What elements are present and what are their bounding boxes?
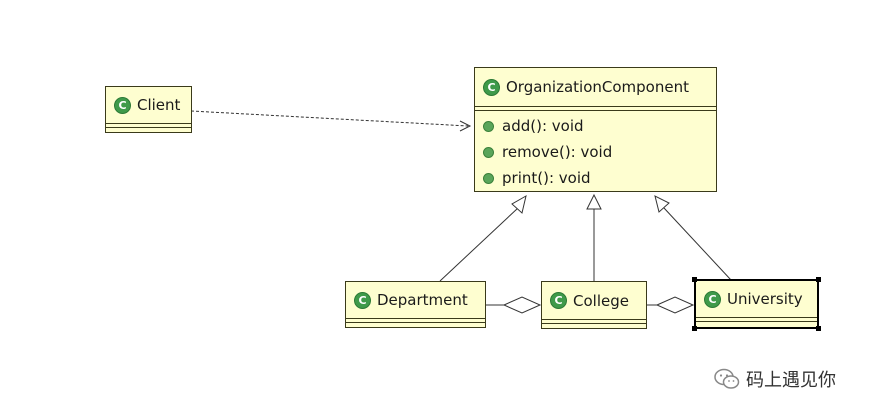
class-icon: C — [704, 290, 721, 308]
class-name: College — [573, 291, 629, 310]
generalization-college-arrowhead — [586, 193, 602, 210]
generalization-university — [663, 207, 732, 281]
selection-handle-bottom-right[interactable] — [816, 326, 821, 331]
class-university[interactable]: C University — [694, 279, 819, 329]
attributes-compartment — [542, 319, 646, 323]
methods-compartment — [542, 323, 646, 324]
class-college-header: C College — [542, 282, 646, 319]
class-name: OrganizationComponent — [506, 78, 689, 96]
methods-compartment: add(): void remove(): void print(): void — [475, 110, 716, 191]
selection-handle-top-right[interactable] — [816, 277, 821, 282]
method-signature: print(): void — [502, 169, 591, 187]
class-icon: C — [354, 291, 371, 309]
class-name: Department — [377, 291, 468, 309]
generalization-department — [439, 207, 519, 282]
selection-handle-top-left[interactable] — [692, 277, 697, 282]
class-organization-component-header: C OrganizationComponent — [475, 68, 716, 106]
generalization-department-arrowhead — [511, 194, 527, 214]
watermark-text: 码上遇见你 — [746, 370, 836, 391]
watermark: 码上遇见你 — [714, 366, 836, 392]
aggregation-diamond-college — [502, 296, 542, 314]
class-icon: C — [114, 96, 131, 114]
class-icon: C — [550, 292, 567, 309]
class-client-header: C Client — [106, 87, 191, 123]
selection-handle-bottom-left[interactable] — [692, 326, 697, 331]
class-icon: C — [483, 78, 500, 96]
class-name: Client — [137, 96, 181, 114]
attributes-compartment — [696, 317, 817, 321]
aggregation-diamond-university — [655, 296, 695, 314]
wechat-icon — [714, 368, 740, 389]
attributes-compartment — [346, 318, 485, 322]
methods-compartment — [696, 321, 817, 322]
method-signature: add(): void — [502, 117, 584, 135]
dependency-arrowhead — [459, 120, 472, 132]
method-print: print(): void — [475, 165, 716, 191]
attributes-compartment — [475, 106, 716, 110]
generalization-university-arrowhead — [654, 195, 670, 213]
methods-compartment — [346, 322, 485, 323]
public-method-icon — [483, 172, 494, 184]
method-add: add(): void — [475, 113, 716, 139]
methods-compartment — [106, 127, 191, 128]
public-method-icon — [483, 146, 494, 158]
public-method-icon — [483, 120, 494, 132]
method-signature: remove(): void — [502, 143, 613, 161]
class-university-header: C University — [696, 281, 817, 317]
class-name: University — [727, 290, 803, 308]
class-client[interactable]: C Client — [105, 86, 192, 133]
class-college[interactable]: C College — [541, 281, 647, 329]
method-remove: remove(): void — [475, 139, 716, 165]
dependency-client-to-component — [190, 110, 469, 127]
class-organization-component[interactable]: C OrganizationComponent add(): void remo… — [474, 67, 717, 192]
attributes-compartment — [106, 123, 191, 127]
class-department[interactable]: C Department — [345, 281, 486, 328]
class-department-header: C Department — [346, 282, 485, 318]
